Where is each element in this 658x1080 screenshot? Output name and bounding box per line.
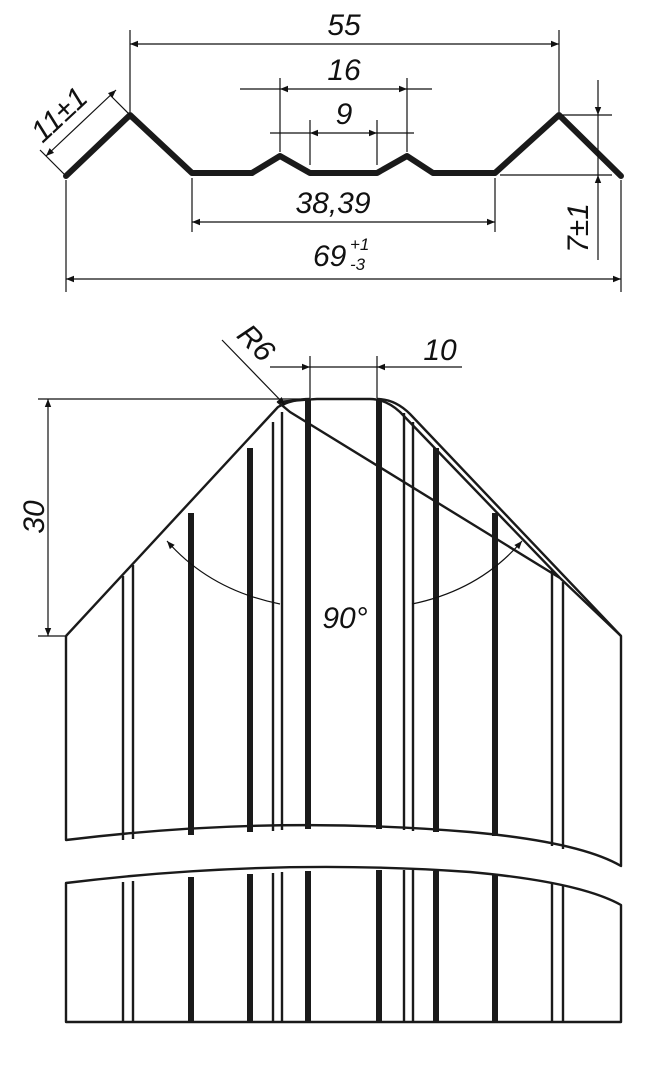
dim-label-total-width-lower: -3 bbox=[350, 255, 366, 274]
dim-label-inner-rib: 9 bbox=[336, 98, 353, 131]
profile-outline bbox=[63, 112, 624, 179]
profile-extension-lines bbox=[39, 30, 622, 292]
dim-arc-angle-right bbox=[411, 540, 523, 605]
dim-label-total-width-upper: +1 bbox=[350, 235, 369, 254]
dim-label-crest-offset: 11±1 bbox=[25, 81, 95, 149]
dim-label-radius: R6 bbox=[230, 318, 281, 369]
dim-label-rib-height: 7±1 bbox=[562, 203, 595, 253]
dim-label-top-flat: 10 bbox=[423, 334, 457, 367]
dim-arc-angle-left bbox=[166, 540, 281, 605]
sheet-view: R6 10 30 90° bbox=[18, 318, 623, 1024]
dim-line-radius bbox=[221, 339, 286, 406]
dim-label-total-width: 69 bbox=[313, 240, 347, 273]
dim-label-valley-width: 38,39 bbox=[295, 187, 370, 220]
dim-label-inner-width: 16 bbox=[327, 54, 361, 87]
dim-label-height: 30 bbox=[18, 500, 51, 534]
sheet-upper-outline bbox=[64, 397, 623, 868]
sheet-upper-ribs bbox=[121, 400, 565, 849]
sheet-lower-outline bbox=[64, 865, 623, 1024]
dim-label-pitch: 55 bbox=[327, 9, 361, 42]
dim-label-angle: 90° bbox=[322, 602, 367, 635]
sheet-lower-ribs bbox=[121, 870, 565, 1022]
sheet-upper-right-slope bbox=[376, 397, 622, 637]
profile-view: 55 16 9 11±1 38,39 69 +1 -3 7±1 bbox=[25, 9, 624, 292]
dim-line-crest-offset bbox=[45, 89, 117, 157]
sheet-upper-left-slope bbox=[65, 397, 311, 637]
